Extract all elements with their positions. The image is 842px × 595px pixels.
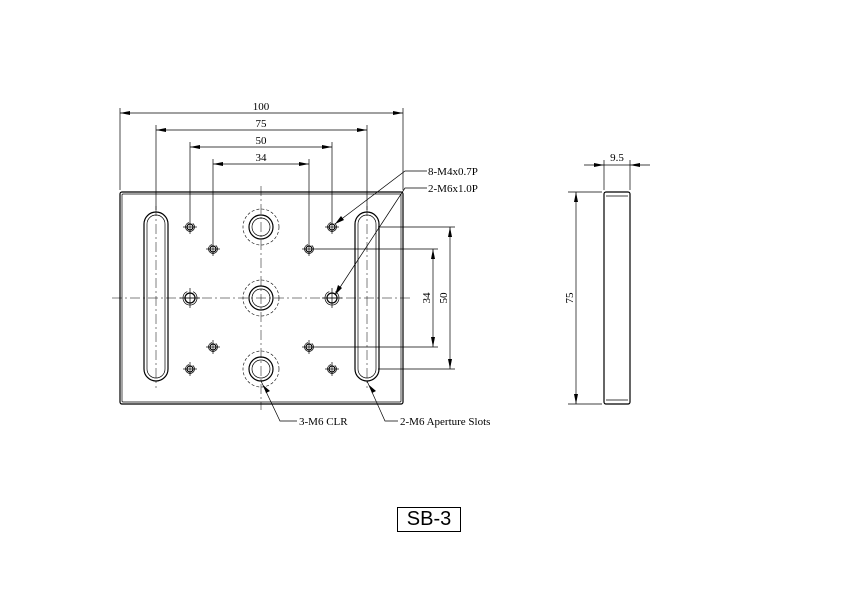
callout-m6-threaded: 2-M6x1.0P <box>334 183 478 296</box>
callout-label-slots: 2-M6 Aperture Slots <box>400 416 490 428</box>
dimension-label-34: 34 <box>256 152 268 164</box>
dimension-m6-spacing-x: 50 <box>189 135 333 220</box>
dimension-m4-spacing-x: 34 <box>212 152 310 242</box>
m6-threaded-hole-left <box>180 288 200 308</box>
m4-hole <box>183 362 197 376</box>
dimension-label-34-vertical: 34 <box>421 292 433 304</box>
dimension-width-overall: 100 <box>119 101 404 190</box>
dimension-label-50: 50 <box>256 135 268 147</box>
m4-hole <box>325 220 339 234</box>
m6-threaded-hole-right <box>322 288 342 308</box>
dimension-thickness: 9.5 <box>584 152 650 190</box>
dimension-m6-spacing-y: 50 <box>378 226 455 370</box>
m6-clearance-hole-middle <box>242 279 280 317</box>
dimension-label-9-5: 9.5 <box>610 152 624 164</box>
m4-hole <box>206 242 220 256</box>
m4-holes <box>183 220 339 376</box>
left-aperture-slot <box>143 206 169 388</box>
callout-m6-clearance: 3-M6 CLR <box>260 380 348 428</box>
m4-hole <box>206 340 220 354</box>
m4-hole <box>302 242 316 256</box>
callout-label-m6-threaded: 2-M6x1.0P <box>428 183 478 195</box>
callout-m4-holes: 8-M4x0.7P <box>334 166 478 225</box>
dimension-label-100: 100 <box>253 101 270 113</box>
dimension-label-75-vertical: 75 <box>564 292 576 304</box>
callout-label-m4: 8-M4x0.7P <box>428 166 478 178</box>
m4-hole <box>325 362 339 376</box>
side-view-outline <box>603 191 631 405</box>
m6-clearance-hole-top <box>242 208 280 246</box>
m4-hole <box>183 220 197 234</box>
side-view: 9.5 75 <box>564 152 650 405</box>
m4-hole <box>302 340 316 354</box>
dimension-height: 75 <box>564 191 602 405</box>
front-view: 100 75 50 34 <box>112 101 490 428</box>
dimension-label-50-vertical: 50 <box>438 292 450 304</box>
callout-slots: 2-M6 Aperture Slots <box>366 380 490 428</box>
dimension-label-75: 75 <box>256 118 268 130</box>
dimension-m4-spacing-y: 34 <box>316 248 438 348</box>
callout-label-m6-clearance: 3-M6 CLR <box>299 416 348 428</box>
model-label: SB-3 <box>397 507 461 532</box>
dimension-slot-spacing: 75 <box>155 118 368 210</box>
